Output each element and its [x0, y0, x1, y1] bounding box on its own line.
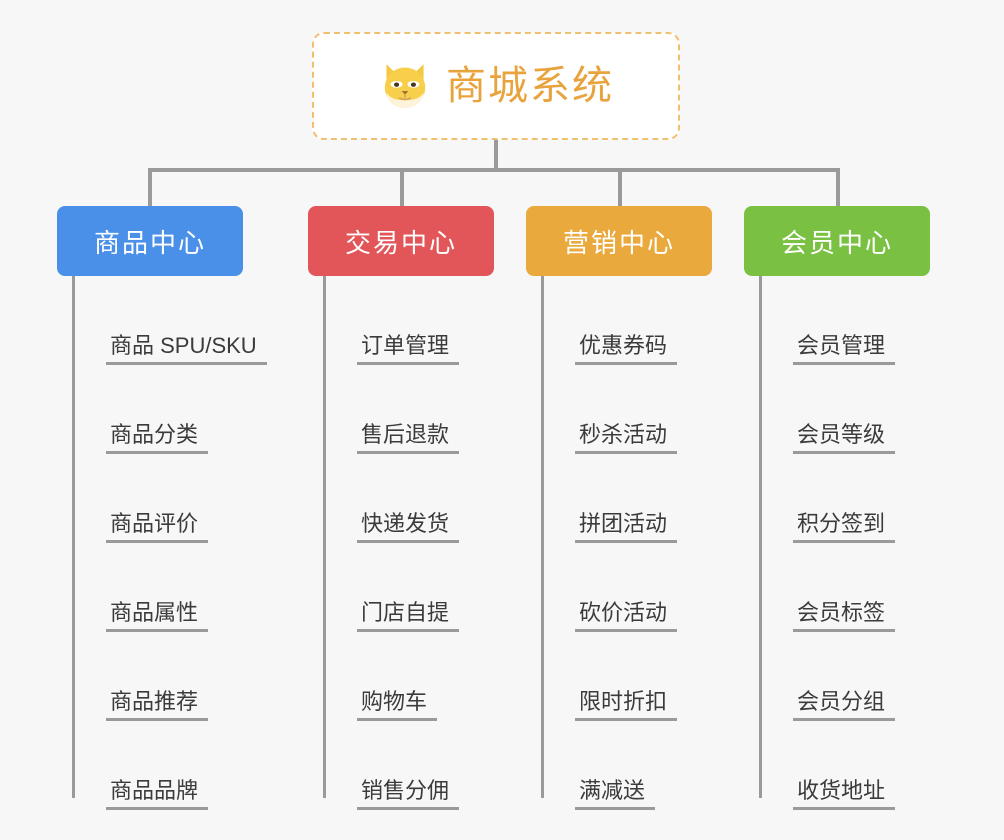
leaf-item[interactable]: 订单管理: [323, 276, 460, 365]
leaf-item[interactable]: 拼团活动: [541, 454, 678, 543]
leaf-spine: [72, 276, 75, 798]
leaf-label: 购物车: [357, 689, 438, 721]
leaf-label: 砍价活动: [575, 600, 678, 632]
leaf-label: 会员管理: [793, 333, 896, 365]
leaf-item[interactable]: 商品品牌: [72, 721, 267, 810]
leaf-item[interactable]: 会员管理: [759, 276, 896, 365]
category-label: 交易中心: [344, 227, 457, 258]
leaf-item[interactable]: 积分签到: [759, 454, 896, 543]
root-node-商城系统[interactable]: 商城系统: [312, 32, 680, 140]
leaf-item[interactable]: 会员标签: [759, 543, 896, 632]
leaf-column-商品中心: 商品 SPU/SKU 商品分类 商品评价 商品属性 商品推荐 商品品牌: [72, 276, 267, 810]
category-label: 会员中心: [780, 227, 893, 258]
category-box-营销中心[interactable]: 营销中心: [526, 206, 712, 276]
leaf-label: 积分签到: [793, 511, 896, 543]
leaf-spine: [759, 276, 762, 798]
leaf-column-会员中心: 会员管理 会员等级 积分签到 会员标签 会员分组 收货地址: [759, 276, 896, 810]
leaf-item[interactable]: 优惠券码: [541, 276, 678, 365]
leaf-label: 会员分组: [793, 689, 896, 721]
category-label: 商品中心: [93, 227, 206, 258]
leaf-item[interactable]: 限时折扣: [541, 632, 678, 721]
category-box-商品中心[interactable]: 商品中心: [57, 206, 243, 276]
leaf-item[interactable]: 砍价活动: [541, 543, 678, 632]
leaf-item[interactable]: 快递发货: [323, 454, 460, 543]
leaf-label: 商品分类: [106, 422, 209, 454]
leaf-label: 商品评价: [106, 511, 209, 543]
connector-drop-4: [836, 168, 840, 208]
leaf-item[interactable]: 商品属性: [72, 543, 267, 632]
leaf-label: 销售分佣: [357, 778, 460, 810]
leaf-label: 商品属性: [106, 600, 209, 632]
leaf-item[interactable]: 商品 SPU/SKU: [72, 276, 267, 365]
category-box-交易中心[interactable]: 交易中心: [308, 206, 494, 276]
leaf-label: 会员等级: [793, 422, 896, 454]
leaf-label: 订单管理: [357, 333, 460, 365]
leaf-label: 会员标签: [793, 600, 896, 632]
leaf-spine: [323, 276, 326, 798]
root-title: 商城系统: [446, 64, 614, 108]
leaf-item[interactable]: 满减送: [541, 721, 677, 810]
leaf-column-交易中心: 订单管理 售后退款 快递发货 门店自提 购物车 销售分佣: [323, 276, 460, 810]
leaf-label: 收货地址: [793, 778, 896, 810]
shiba-dog-face-icon: [378, 59, 432, 113]
leaf-item[interactable]: 售后退款: [323, 365, 460, 454]
leaf-label: 秒杀活动: [575, 422, 678, 454]
leaf-label: 商品品牌: [106, 778, 209, 810]
leaf-label: 售后退款: [357, 422, 460, 454]
leaf-label: 拼团活动: [575, 511, 678, 543]
leaf-item[interactable]: 秒杀活动: [541, 365, 678, 454]
connector-drop-3: [618, 168, 622, 208]
category-label: 营销中心: [562, 227, 675, 258]
connector-horizontal-bus: [150, 168, 840, 172]
leaf-item[interactable]: 商品分类: [72, 365, 267, 454]
leaf-item[interactable]: 销售分佣: [323, 721, 460, 810]
leaf-label: 满减送: [575, 778, 656, 810]
category-box-会员中心[interactable]: 会员中心: [744, 206, 930, 276]
leaf-column-营销中心: 优惠券码 秒杀活动 拼团活动 砍价活动 限时折扣 满减送: [541, 276, 678, 810]
connector-drop-1: [148, 168, 152, 208]
leaf-label: 快递发货: [357, 511, 460, 543]
connector-root-stem: [494, 140, 498, 172]
leaf-item[interactable]: 商品评价: [72, 454, 267, 543]
leaf-label: 商品 SPU/SKU: [106, 333, 267, 365]
connector-drop-2: [400, 168, 404, 208]
leaf-item[interactable]: 商品推荐: [72, 632, 267, 721]
leaf-item[interactable]: 购物车: [323, 632, 459, 721]
leaf-label: 商品推荐: [106, 689, 209, 721]
leaf-item[interactable]: 收货地址: [759, 721, 896, 810]
leaf-label: 优惠券码: [575, 333, 678, 365]
leaf-label: 限时折扣: [575, 689, 678, 721]
leaf-item[interactable]: 门店自提: [323, 543, 460, 632]
leaf-item[interactable]: 会员等级: [759, 365, 896, 454]
leaf-label: 门店自提: [357, 600, 460, 632]
leaf-item[interactable]: 会员分组: [759, 632, 896, 721]
leaf-spine: [541, 276, 544, 798]
